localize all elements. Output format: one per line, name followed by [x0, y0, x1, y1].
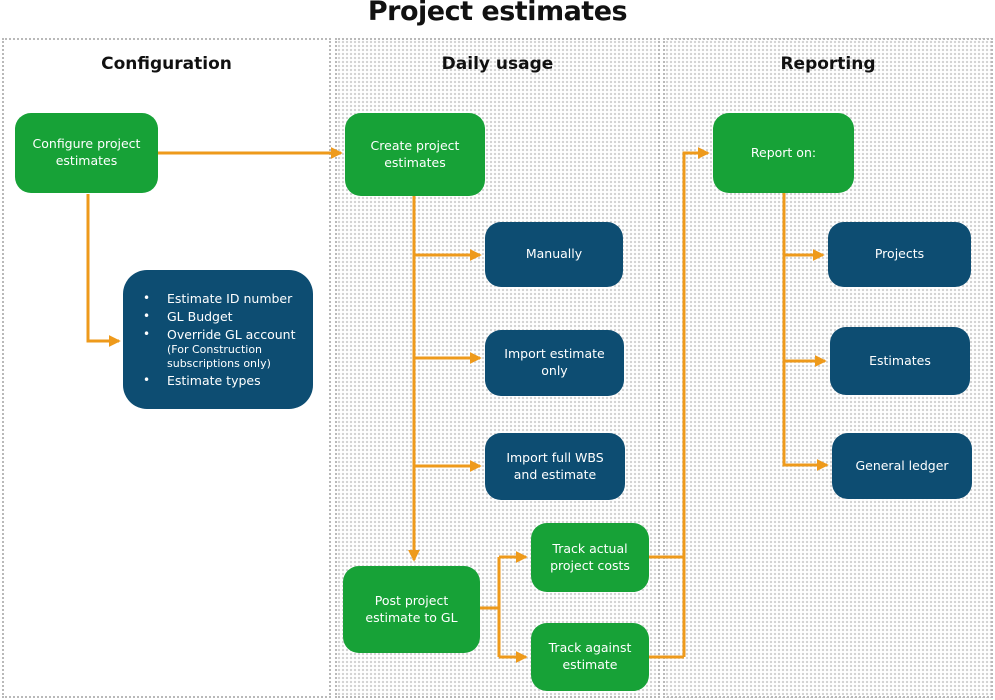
node-label: Track against estimate: [548, 640, 632, 672]
node-report-on: Report on:: [713, 113, 854, 193]
list-item: • Override GL account (For Construction …: [135, 326, 301, 371]
list-item-text: Estimate types: [167, 373, 261, 388]
node-label: Configure project estimates: [32, 136, 141, 168]
node-label: Report on:: [750, 144, 817, 160]
list-item: • Estimate types: [135, 372, 301, 389]
bullet-icon: •: [143, 373, 151, 387]
node-label: Import full WBS and estimate: [506, 449, 604, 482]
node-post-project-estimate-to-gl: Post project estimate to GL: [343, 566, 480, 653]
node-manually: Manually: [485, 222, 623, 287]
bullet-list: • Estimate ID number • GL Budget • Overr…: [135, 289, 301, 390]
page-title: Project estimates: [367, 0, 628, 27]
list-item: • GL Budget: [135, 308, 301, 325]
list-item-text: GL Budget: [167, 309, 233, 324]
node-label: Import estimate only: [504, 346, 605, 378]
bullet-icon: •: [143, 291, 151, 305]
node-label: General ledger: [855, 457, 949, 473]
node-create-project-estimates: Create project estimates: [345, 113, 485, 196]
bullet-icon: •: [143, 309, 151, 323]
node-label: Manually: [525, 246, 583, 262]
node-label: Post project estimate to GL: [365, 592, 458, 625]
lane-header-daily-usage: Daily usage: [441, 54, 554, 74]
node-configure-project-estimates: Configure project estimates: [15, 113, 158, 193]
bullet-icon: •: [143, 327, 151, 341]
lane-header-reporting: Reporting: [780, 54, 876, 74]
node-label: Track actual project costs: [550, 540, 630, 573]
node-label: Projects: [874, 246, 925, 262]
list-item: • Estimate ID number: [135, 290, 301, 307]
node-projects: Projects: [828, 222, 971, 287]
node-import-estimate-only: Import estimate only: [485, 330, 624, 396]
list-item-text: Estimate ID number: [167, 291, 293, 306]
node-general-ledger: General ledger: [832, 433, 972, 499]
node-label: Estimates: [869, 352, 931, 368]
list-item-main-text: Override GL account: [167, 327, 296, 342]
list-item-text: Override GL account (For Construction su…: [167, 326, 301, 371]
node-label: Create project estimates: [370, 137, 460, 170]
node-import-full-wbs-and-estimate: Import full WBS and estimate: [485, 433, 625, 500]
node-estimates: Estimates: [830, 327, 970, 395]
node-estimate-settings-list: • Estimate ID number • GL Budget • Overr…: [123, 270, 313, 409]
node-track-actual-project-costs: Track actual project costs: [531, 523, 649, 592]
node-track-against-estimate: Track against estimate: [531, 623, 649, 691]
list-item-note: (For Construction subscriptions only): [167, 343, 271, 370]
lane-header-configuration: Configuration: [101, 54, 232, 74]
